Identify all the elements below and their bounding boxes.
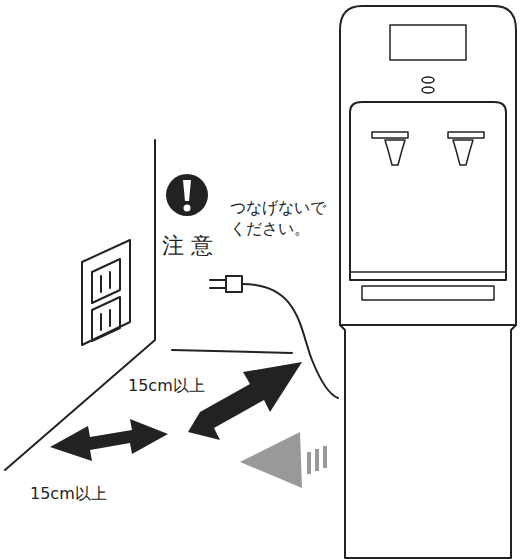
caution-dot xyxy=(184,205,191,212)
indicator xyxy=(422,87,434,93)
socket-slots xyxy=(101,272,110,330)
clearance-arrow xyxy=(50,419,168,461)
dispense-recess xyxy=(350,102,506,280)
socket xyxy=(92,259,120,303)
clearance-arrow xyxy=(188,362,302,440)
tap xyxy=(385,140,405,165)
body-seam xyxy=(340,324,516,326)
drip-tray xyxy=(350,271,506,273)
direction-triangle xyxy=(240,432,302,488)
indicator xyxy=(422,77,434,83)
dimension-label: 15cm以上 xyxy=(128,376,218,397)
plug-pins xyxy=(210,280,226,288)
wall-outlet xyxy=(82,240,130,345)
tap xyxy=(453,140,473,165)
direction-stripes xyxy=(309,446,325,474)
plug xyxy=(226,276,242,292)
tray-front xyxy=(362,286,494,300)
caution-mark xyxy=(183,180,191,201)
dispenser-body xyxy=(340,6,516,558)
socket xyxy=(92,297,120,341)
tap-lever xyxy=(448,132,484,138)
caution-label: 注 意 xyxy=(162,232,222,261)
floor-line xyxy=(172,350,292,353)
top-panel xyxy=(390,25,466,60)
tap-lever xyxy=(372,132,408,138)
caution-icon xyxy=(166,174,208,216)
dimension-label: 15cm以上 xyxy=(30,484,120,505)
warning-note: つなげないで ください。 xyxy=(230,198,345,240)
